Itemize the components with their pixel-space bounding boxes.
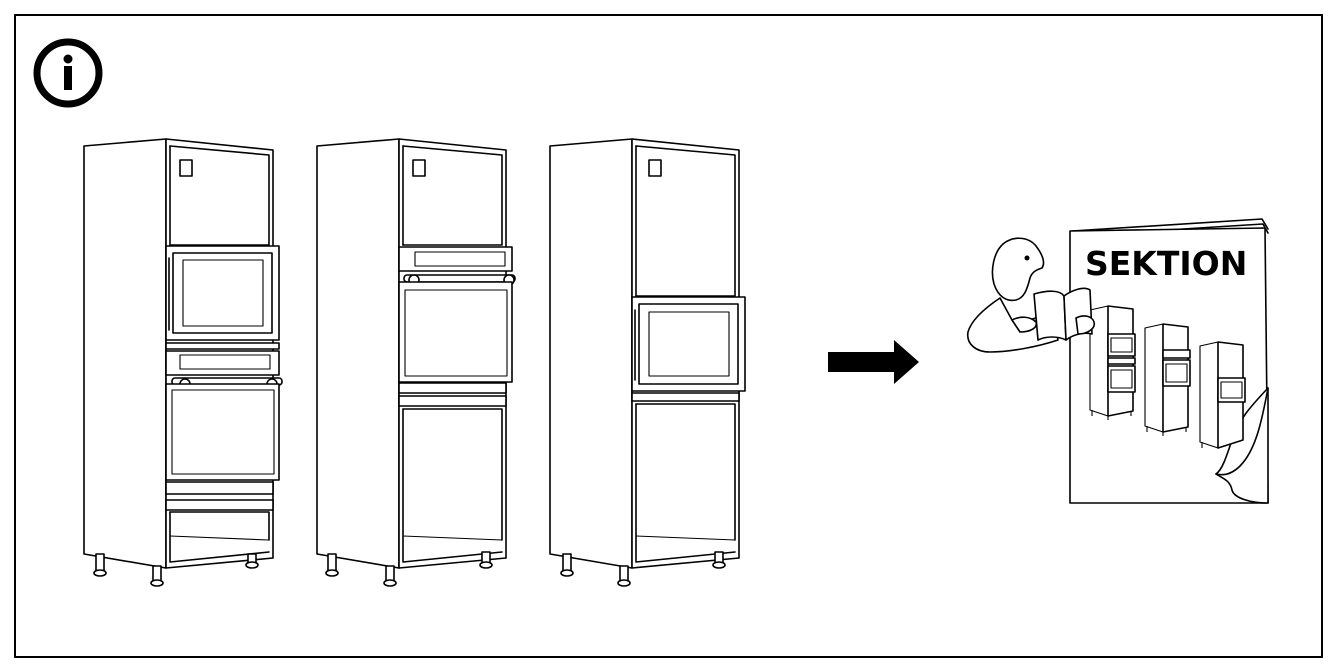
cabinet-leg [93, 553, 107, 577]
person-reading-icon [966, 237, 1096, 353]
tall-cabinet-oven [316, 138, 516, 587]
cabinet-leg [617, 565, 631, 587]
info-icon [33, 38, 103, 108]
cabinet-leg [245, 553, 259, 569]
booklet-cabinet-thumbnail [1089, 305, 1136, 420]
tall-cabinet-microwave-oven [83, 138, 283, 587]
cabinet-leg [325, 553, 339, 577]
booklet-cabinet-thumbnail [1144, 323, 1191, 436]
arrow-right-icon [828, 340, 919, 384]
instruction-panel [14, 14, 1323, 658]
booklet-cabinet-thumbnail [1199, 341, 1246, 449]
cabinet-leg [383, 565, 397, 587]
tall-cabinet-microwave [549, 138, 746, 587]
cabinet-leg [560, 553, 574, 577]
cabinet-leg [150, 565, 164, 587]
assembly-booklet: SEKTION [1069, 218, 1269, 504]
cabinet-leg [712, 551, 726, 569]
cabinet-leg [479, 551, 493, 569]
booklet-title: SEKTION [1085, 244, 1247, 283]
